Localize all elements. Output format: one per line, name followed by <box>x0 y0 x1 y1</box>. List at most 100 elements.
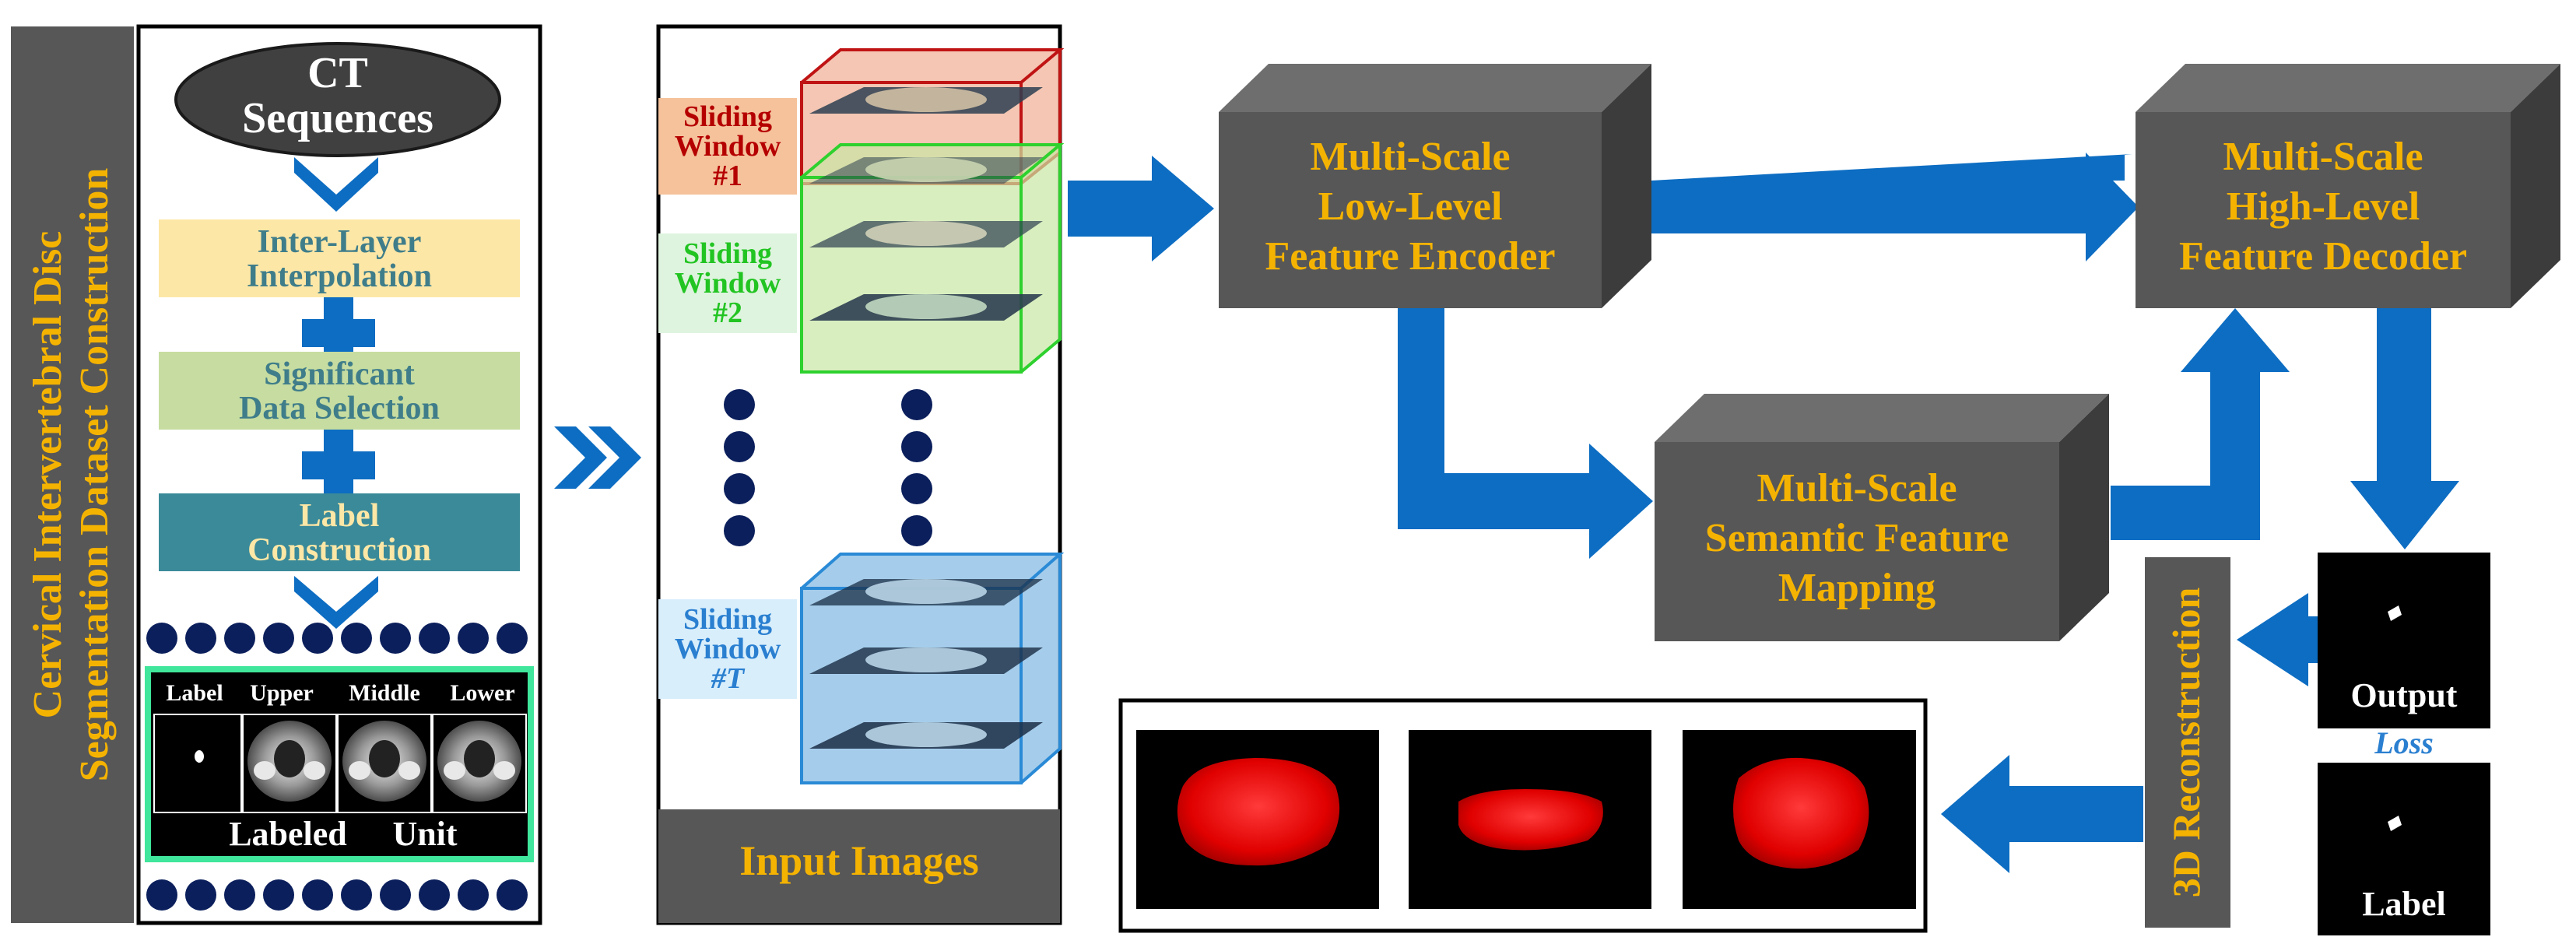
arrow-reconstruction-to-views <box>1941 755 2143 873</box>
output-image: Output <box>2318 553 2490 728</box>
sliding-window-t: Sliding Window #T <box>658 553 1065 784</box>
dataset-construction-banner: Cervical Intervertebral Disc Segmentatio… <box>11 26 134 923</box>
mapping-line-1: Multi-Scale <box>1757 466 1957 511</box>
window2-line-3: #2 <box>713 297 742 329</box>
dot <box>419 879 450 911</box>
arrow-encoder-decoder <box>1651 153 2139 261</box>
dot <box>341 623 372 654</box>
dot <box>458 879 489 911</box>
step3-line-1: Label <box>300 498 380 534</box>
ct-line-2: Sequences <box>242 94 433 142</box>
label-text: Label <box>2362 885 2446 923</box>
window-t-line-3: #T <box>711 662 746 695</box>
dot <box>901 389 932 420</box>
dot <box>458 623 489 654</box>
step3-line-2: Construction <box>247 532 431 568</box>
ct-sequences-node <box>174 42 501 157</box>
dot <box>497 623 528 654</box>
dot-row <box>146 623 528 654</box>
ellipsis-dots <box>724 389 932 546</box>
decoder-line-1: Multi-Scale <box>2223 135 2423 179</box>
dot <box>263 879 294 911</box>
input-images-caption: Input Images <box>739 837 979 884</box>
dot <box>380 623 411 654</box>
mapping-line-3: Mapping <box>1778 566 1936 610</box>
middle-slice-image <box>337 714 432 813</box>
loss-label: Loss <box>2374 725 2434 760</box>
reconstruction-view-3 <box>1683 730 1916 909</box>
unit-header-label: Label <box>166 680 223 706</box>
encoder-line-1: Multi-Scale <box>1310 135 1510 179</box>
upper-slice-image <box>242 714 337 813</box>
dot <box>224 623 255 654</box>
dot <box>724 515 755 546</box>
mapping-line-2: Semantic Feature <box>1705 516 2009 560</box>
encoder-line-2: Low-Level <box>1318 184 1503 229</box>
dot <box>380 879 411 911</box>
reconstruction-view-1 <box>1136 730 1379 909</box>
arrow-mapping-to-decoder <box>2111 308 2290 540</box>
chevron-down-icon <box>294 576 378 629</box>
window1-line-2: Window <box>675 130 781 163</box>
dot <box>185 879 216 911</box>
feature-encoder-block: Multi-Scale Low-Level Feature Encoder <box>1219 64 1651 308</box>
dot <box>302 879 333 911</box>
arrow-encoder-to-mapping <box>1398 308 1653 559</box>
chevron-down-icon <box>294 157 378 212</box>
arrow-encoder-to-decoder <box>1651 154 2134 181</box>
banner-line-2: Segmentation Dataset Construction <box>72 168 117 782</box>
dot <box>146 623 177 654</box>
step2-line-2: Data Selection <box>239 391 440 426</box>
step-inter-layer-interpolation <box>159 219 520 297</box>
dot <box>185 623 216 654</box>
arrow-decoder-to-output <box>2350 308 2459 549</box>
step1-line-1: Inter-Layer <box>258 224 422 260</box>
window-t-line-1: Sliding <box>683 603 772 636</box>
step1-line-2: Interpolation <box>247 258 432 294</box>
decoder-line-2: High-Level <box>2227 184 2420 229</box>
dot-row <box>146 879 528 911</box>
dot <box>302 623 333 654</box>
window1-line-1: Sliding <box>683 100 772 133</box>
dot <box>724 473 755 504</box>
plus-icon <box>302 297 375 369</box>
window-t-line-2: Window <box>675 633 781 665</box>
banner-line-1: Cervical Intervertebral Disc <box>26 231 70 719</box>
dot <box>419 623 450 654</box>
pipeline-panel: CT Sequences Inter-Layer Interpolation S… <box>136 24 542 925</box>
dot <box>724 389 755 420</box>
dot <box>224 879 255 911</box>
double-chevron-right-icon <box>554 426 641 489</box>
window2-line-2: Window <box>675 267 781 300</box>
dot <box>146 879 177 911</box>
dot <box>901 473 932 504</box>
unit-header-middle: Middle <box>349 680 420 706</box>
dot <box>263 623 294 654</box>
input-images-panel: Input Images Sliding Window #1 Slidin <box>656 24 1065 925</box>
encoder-line-3: Feature Encoder <box>1265 234 1555 279</box>
step2-line-1: Significant <box>264 356 415 392</box>
lower-slice-image <box>432 714 527 813</box>
unit-caption-labeled: Labeled <box>229 815 347 853</box>
unit-caption-unit: Unit <box>392 815 457 853</box>
output-label: Output <box>2351 676 2458 714</box>
unit-header-lower: Lower <box>450 680 514 706</box>
reconstruction-views-panel <box>1118 698 1928 933</box>
semantic-feature-mapping-block: Multi-Scale Semantic Feature Mapping <box>1655 394 2109 641</box>
arrow-input-to-encoder <box>1068 156 1214 261</box>
ct-line-1: CT <box>307 49 368 97</box>
dot <box>901 515 932 546</box>
plus-icon <box>302 430 375 501</box>
reconstruction-label: 3D Reconstruction <box>2164 588 2208 898</box>
window2-line-1: Sliding <box>683 237 772 270</box>
step-significant-data-selection <box>159 352 520 430</box>
decoder-line-3: Feature Decoder <box>2179 234 2467 279</box>
window1-line-3: #1 <box>713 160 742 192</box>
reconstruction-bar: 3D Reconstruction <box>2145 557 2230 928</box>
label-image: Label <box>2318 763 2490 935</box>
reconstruction-view-2 <box>1409 730 1651 909</box>
label-slice-image <box>153 714 242 813</box>
sliding-window-2: Sliding Window #2 <box>658 143 1065 374</box>
dot <box>901 431 932 462</box>
dot <box>724 431 755 462</box>
